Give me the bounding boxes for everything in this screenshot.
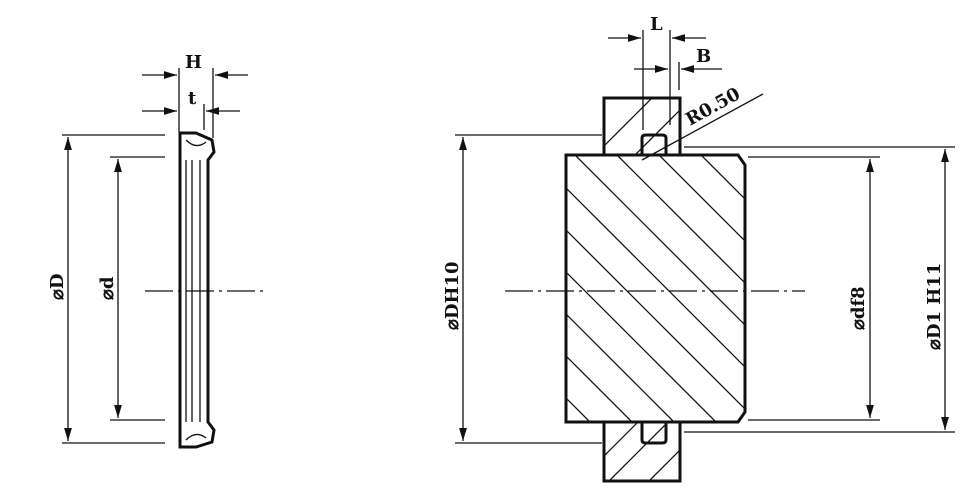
dim-label-radius: R0.50	[682, 83, 744, 130]
installation-view: ⌀DH10 ⌀df8 ⌀D1 H11 L B R0.50	[442, 14, 955, 483]
housing-bottom	[602, 422, 682, 483]
dim-label-bore: ⌀DH10	[442, 261, 463, 330]
dim-label-groove: ⌀D1 H11	[924, 263, 945, 350]
housing-top	[602, 96, 682, 155]
dim-label-B: B	[696, 46, 711, 67]
dim-label-d: ⌀d	[97, 276, 118, 300]
hatch-line	[685, 155, 745, 422]
seal-ring	[178, 131, 216, 449]
hatch-line	[566, 155, 735, 422]
hatch-line	[643, 155, 745, 422]
rod	[564, 153, 747, 424]
dim-label-rod: ⌀df8	[848, 286, 869, 330]
hatch-line	[601, 155, 745, 422]
hatch-line	[566, 155, 745, 422]
dim-label-t: t	[188, 88, 197, 109]
radius-leader	[641, 93, 764, 161]
dim-label-D: ⌀D	[47, 274, 68, 300]
dim-label-L: L	[650, 14, 663, 35]
hatch-line	[566, 155, 567, 422]
hatch-line	[566, 155, 745, 422]
seal-view: ⌀D ⌀d H t	[47, 52, 268, 449]
hatch-line	[566, 155, 745, 422]
hatch-line	[566, 155, 651, 422]
dim-label-H: H	[185, 52, 202, 73]
hatch-line	[566, 155, 693, 422]
